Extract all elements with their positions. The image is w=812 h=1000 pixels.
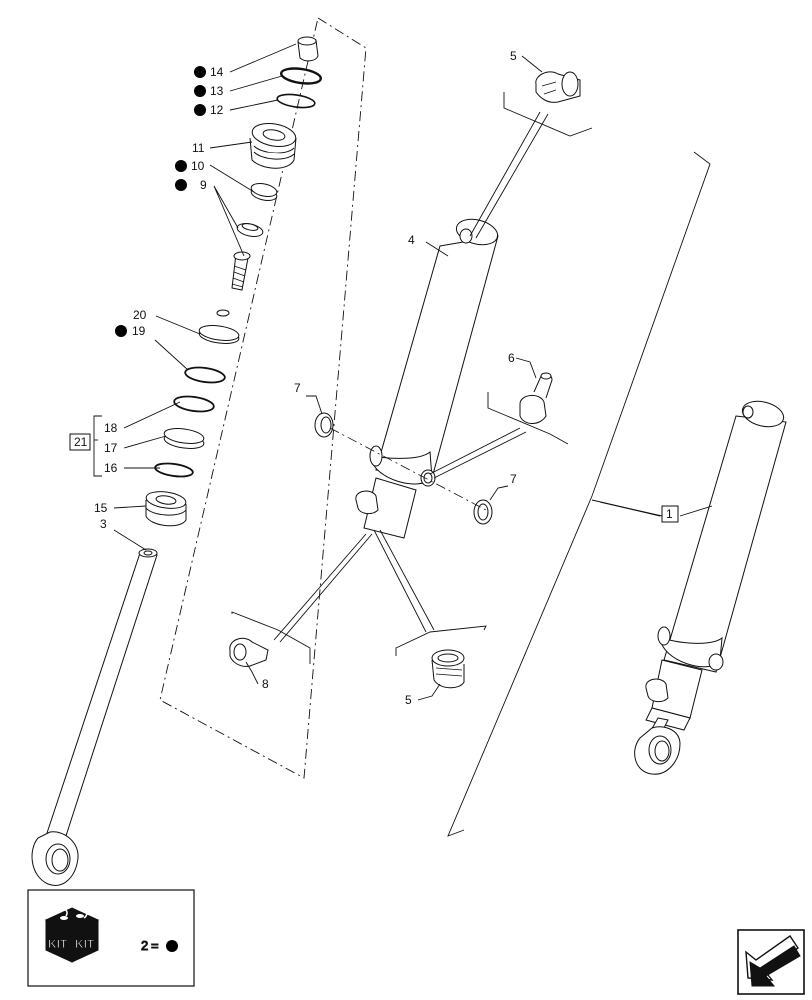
callout-21-box: [69, 433, 91, 451]
part-20-ring: [198, 325, 240, 344]
cylinder-barrel: [355, 218, 499, 539]
navigation-arrow-icon[interactable]: [737, 929, 805, 995]
legend-equals: =: [151, 938, 159, 953]
callout-7-right: 7: [510, 472, 517, 486]
leader-lines: [93, 43, 713, 837]
callout-labels: 14 13 12 11 10 9 20 19 18 17 16 15 3 4 5…: [69, 49, 679, 707]
part-small-washer: [216, 309, 230, 317]
part-8-bleed-plug: [229, 637, 269, 667]
callout-12: 12: [210, 103, 224, 117]
part-bolt: [231, 251, 251, 291]
callout-11: 11: [192, 141, 205, 155]
bullet-icon: [175, 179, 187, 191]
assembly-axis-line: [329, 427, 487, 511]
exploded-parts-dashed-outline: [159, 17, 367, 779]
callout-18: 18: [104, 421, 118, 435]
callout-3: 3: [100, 517, 107, 531]
callout-10: 10: [191, 159, 205, 173]
callout-19: 19: [132, 324, 146, 338]
part-5-plug-bottom: [431, 649, 465, 689]
callout-16: 16: [104, 461, 118, 475]
callout-5-bottom: 5: [405, 693, 412, 707]
callout-6: 6: [508, 351, 515, 365]
bullet-icon: [194, 104, 206, 116]
bullet-icon: [115, 325, 127, 337]
callout-1: 1: [666, 507, 673, 521]
kit-label-left: KIT: [48, 937, 68, 951]
callout-13: 13: [210, 84, 224, 98]
callout-15: 15: [94, 501, 108, 515]
part-7-bushing-left: [314, 412, 334, 438]
part-11-gland: [249, 123, 297, 169]
callout-8: 8: [262, 677, 269, 691]
legend-number-2: 2: [141, 938, 148, 953]
bullet-icon: [175, 160, 187, 172]
part-14-cap: [297, 36, 319, 62]
part-9-wiper: [236, 223, 264, 237]
part-6-elbow-fitting: [519, 372, 553, 424]
legend-bullet-icon: [166, 940, 178, 952]
part-15-piston: [145, 491, 187, 527]
bullet-icon: [194, 85, 206, 97]
callout-5-top: 5: [510, 49, 517, 63]
callout-14: 14: [210, 65, 224, 79]
callout-21: 21: [74, 435, 88, 449]
part-10-seal: [250, 183, 278, 201]
kit-label-right: KIT: [75, 937, 95, 951]
part-16-ring: [154, 462, 194, 478]
complete-cylinder-assembly: [634, 400, 787, 775]
kit-box-icon: KIT KIT: [44, 907, 100, 963]
kit-legend-panel: KIT KIT 2 =: [27, 889, 195, 987]
callout-4: 4: [408, 233, 415, 247]
callout-9: 9: [200, 178, 207, 192]
callout-17: 17: [104, 441, 118, 455]
part-5-plug-top: [535, 71, 581, 103]
part-7-bushing-right: [473, 499, 493, 525]
piston-rod: [31, 548, 158, 886]
part-17-piston-seal: [163, 428, 205, 449]
part-13-o-ring: [279, 67, 323, 85]
bullet-icon: [194, 66, 206, 78]
callout-20: 20: [133, 308, 147, 322]
callout-1-box: [661, 505, 679, 523]
part-12-backup-ring: [276, 93, 316, 109]
callout-7-left: 7: [294, 381, 301, 395]
part-19-ring: [184, 366, 226, 384]
part-18-ring: [173, 395, 215, 413]
